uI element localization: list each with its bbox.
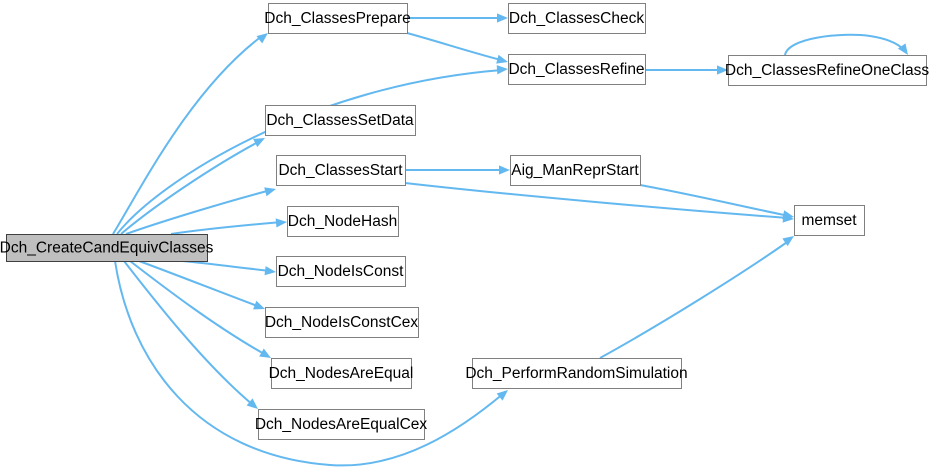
edge-root-to-classes_refine	[116, 65, 508, 235]
node-label: Dch_ClassesSetData	[266, 112, 414, 129]
edge-classes_prepare-to-classes_check	[407, 13, 508, 23]
node-label: Dch_ClassesRefine	[508, 61, 644, 78]
edge-line	[170, 221, 283, 235]
edge-root-to-node_hash	[170, 218, 287, 235]
edge-arrowhead-icon	[246, 398, 258, 409]
node-classes_refine_one_class[interactable]: Dch_ClassesRefineOneClass	[725, 55, 929, 86]
node-box[interactable]	[276, 256, 406, 287]
edge-root-to-nodes_are_equal_cex	[123, 260, 258, 409]
edge-arrowhead-icon	[499, 165, 510, 175]
edge-line	[138, 260, 261, 308]
node-label: Aig_ManReprStart	[511, 162, 639, 179]
node-box[interactable]	[265, 105, 416, 136]
edge-classes_start-to-aig_man_repr_start	[405, 165, 510, 175]
edge-perform_random_simulation-to-memset	[599, 236, 794, 359]
node-label: Dch_CreateCandEquivClasses	[0, 240, 214, 257]
node-label: Dch_NodesAreEqualCex	[255, 416, 428, 433]
node-box[interactable]	[276, 155, 406, 186]
node-root[interactable]: Dch_CreateCandEquivClasses	[0, 234, 214, 262]
node-label: Dch_ClassesRefineOneClass	[725, 62, 929, 79]
node-box[interactable]	[258, 409, 425, 440]
edge-line	[123, 260, 254, 406]
node-box[interactable]	[510, 155, 641, 186]
edge-arrowhead-icon	[253, 138, 265, 148]
node-perform_random_simulation[interactable]: Dch_PerformRandomSimulation	[465, 358, 688, 389]
edge-line	[125, 189, 272, 235]
node-node_is_const_cex[interactable]: Dch_NodeIsConstCex	[265, 307, 419, 338]
node-label: Dch_ClassesStart	[278, 162, 403, 179]
node-label: memset	[801, 212, 857, 229]
node-node_hash[interactable]: Dch_NodeHash	[287, 206, 399, 237]
edge-root-to-classes_prepare	[112, 33, 268, 235]
node-box[interactable]	[508, 3, 646, 34]
edge-arrowhead-icon	[782, 210, 794, 220]
node-classes_check[interactable]: Dch_ClassesCheck	[508, 3, 646, 34]
edge-arrowhead-icon	[782, 236, 794, 247]
node-label: Dch_ClassesCheck	[509, 10, 644, 27]
edge-line	[182, 260, 272, 272]
node-classes_prepare[interactable]: Dch_ClassesPrepare	[264, 3, 411, 34]
node-label: Dch_NodeIsConst	[278, 263, 404, 280]
edge-line	[406, 32, 502, 61]
node-aig_man_repr_start[interactable]: Aig_ManReprStart	[510, 155, 641, 186]
node-box[interactable]	[472, 358, 682, 389]
edge-arrowhead-icon	[264, 266, 276, 276]
node-label: Dch_ClassesPrepare	[264, 10, 410, 27]
edge-line	[114, 260, 505, 467]
edge-root-to-node_is_const_cex	[138, 260, 265, 310]
node-box[interactable]	[271, 358, 412, 389]
edge-line	[599, 239, 791, 359]
edge-classes_start-to-memset	[404, 182, 794, 223]
node-nodes_are_equal_cex[interactable]: Dch_NodesAreEqualCex	[255, 409, 428, 440]
edge-line	[404, 182, 789, 219]
node-box[interactable]	[287, 206, 399, 237]
node-box[interactable]	[508, 54, 646, 85]
edge-root-to-perform_random_simulation	[114, 260, 508, 467]
edge-aig_man_repr_start-to-memset	[639, 184, 794, 220]
node-label: Dch_NodesAreEqual	[269, 365, 414, 382]
node-classes_start[interactable]: Dch_ClassesStart	[276, 155, 406, 186]
edge-line	[639, 184, 790, 217]
edge-line	[120, 140, 261, 235]
edge-arrowhead-icon	[717, 65, 728, 75]
nodes-layer: Dch_CreateCandEquivClasses Dch_ClassesPre…	[0, 3, 929, 440]
node-box[interactable]	[6, 234, 208, 262]
node-node_is_const[interactable]: Dch_NodeIsConst	[276, 256, 406, 287]
edge-line	[116, 69, 503, 235]
node-classes_setdata[interactable]: Dch_ClassesSetData	[265, 105, 416, 136]
edge-arrowhead-icon	[259, 348, 271, 358]
node-box[interactable]	[265, 307, 419, 338]
edge-arrowhead-icon	[496, 54, 508, 64]
edge-root-to-nodes_are_equal	[129, 260, 271, 358]
edge-root-to-classes_start	[125, 187, 276, 235]
node-box[interactable]	[728, 55, 927, 86]
edge-line	[129, 260, 267, 356]
edge-arrowhead-icon	[496, 390, 508, 401]
edge-line	[112, 35, 263, 235]
edge-classes_refine-to-classes_refine_one_class	[645, 65, 728, 75]
node-nodes_are_equal[interactable]: Dch_NodesAreEqual	[269, 358, 414, 389]
edge-root-to-classes_setdata	[120, 138, 265, 235]
node-memset[interactable]: memset	[794, 205, 865, 236]
edge-arrowhead-icon	[275, 218, 287, 228]
node-classes_refine[interactable]: Dch_ClassesRefine	[508, 54, 646, 85]
edge-arrowhead-icon	[256, 33, 268, 44]
edge-arrowhead-icon	[897, 43, 908, 55]
edge-classes_refine_one_class-to-classes_refine_one_class	[784, 33, 908, 56]
node-label: Dch_PerformRandomSimulation	[465, 365, 687, 382]
edge-arrowhead-icon	[496, 65, 508, 75]
node-box[interactable]	[268, 3, 408, 34]
edge-arrowhead-icon	[497, 13, 508, 23]
edges-layer	[112, 13, 908, 467]
edge-line	[784, 33, 906, 56]
node-label: Dch_NodeHash	[288, 213, 397, 230]
edge-arrowhead-icon	[264, 187, 276, 197]
node-label: Dch_NodeIsConstCex	[265, 314, 419, 331]
edge-arrowhead-icon	[253, 300, 265, 310]
node-box[interactable]	[794, 205, 865, 236]
edge-classes_prepare-to-classes_refine	[406, 32, 508, 64]
edge-root-to-node_is_const	[182, 260, 276, 276]
